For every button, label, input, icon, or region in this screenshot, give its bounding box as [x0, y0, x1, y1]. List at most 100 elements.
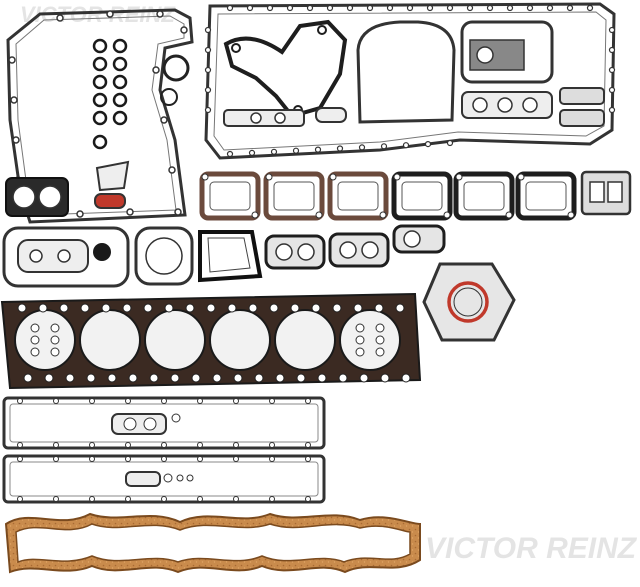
- bolt-hole: [89, 456, 95, 462]
- manifold-gasket-outline: [199, 171, 261, 221]
- head-hole: [290, 303, 300, 313]
- bore-small-hole: [50, 347, 60, 357]
- cylinder-bore: [144, 309, 206, 371]
- bolt-hole: [197, 442, 203, 448]
- head-hole: [44, 373, 54, 383]
- bolt-hole: [526, 4, 534, 12]
- bolt-hole: [233, 442, 239, 448]
- o-ring: [92, 134, 108, 150]
- o-ring: [92, 110, 108, 126]
- bolt-hole: [174, 208, 182, 216]
- bore-small-hole: [355, 323, 365, 333]
- manifold-gasket-port: [273, 181, 315, 211]
- o-ring: [112, 110, 128, 126]
- head-hole: [164, 303, 174, 313]
- bolt-hole: [53, 456, 59, 462]
- port-gasket-hole: [297, 243, 315, 261]
- bolt-hole: [386, 4, 394, 12]
- bolt-hole: [248, 149, 256, 156]
- bore-small-hole: [30, 347, 40, 357]
- bolt-hole: [269, 456, 275, 462]
- manifold-gasket-outline: [327, 171, 389, 221]
- head-hole: [17, 303, 27, 313]
- round-cover-gasket: [134, 226, 194, 286]
- o-ring: [92, 74, 108, 90]
- head-hole: [374, 303, 384, 313]
- bolt-hole: [152, 66, 160, 74]
- bolt-hole: [326, 4, 334, 12]
- o-ring: [112, 56, 128, 72]
- manifold-gasket-outline: [391, 171, 453, 221]
- head-hole: [185, 303, 195, 313]
- bolt-hole: [89, 398, 95, 404]
- bolt-hole: [233, 456, 239, 462]
- port-gasket-hole: [339, 241, 357, 259]
- bolt-hole: [226, 150, 234, 158]
- bolt-hole: [305, 456, 311, 462]
- bolt-hole: [226, 4, 234, 12]
- port-gasket-plate: [264, 234, 326, 270]
- bolt-hole: [251, 211, 259, 219]
- cork-rocker-cover-gasket: [4, 512, 421, 574]
- cylinder-bore: [14, 309, 76, 371]
- manifold-gasket: [515, 171, 577, 221]
- cylinder-bore: [209, 309, 271, 371]
- bolt-hole: [10, 96, 18, 104]
- cooler-cover-gasket: [2, 226, 130, 288]
- cylinder-bore: [79, 309, 141, 371]
- head-hole: [233, 373, 243, 383]
- small-round-gasket: [315, 107, 347, 123]
- intake-port-gasket: [392, 224, 446, 254]
- bolt-hole: [566, 4, 574, 12]
- bolt-hole: [56, 14, 64, 22]
- bolt-hole: [156, 10, 164, 18]
- bolt-hole: [358, 144, 366, 151]
- bolt-hole: [446, 139, 454, 147]
- bolt-hole: [125, 442, 131, 448]
- exhaust-flange-gasket: [5, 177, 69, 217]
- o-ring: [112, 38, 128, 54]
- bolt-hole: [608, 66, 616, 74]
- bore-small-hole: [375, 323, 385, 333]
- bolt-hole: [305, 496, 311, 502]
- bolt-hole: [305, 398, 311, 404]
- manifold-gasket-port: [525, 181, 567, 211]
- o-ring: [92, 56, 108, 72]
- head-hole: [227, 303, 237, 313]
- bolt-hole: [204, 106, 212, 114]
- oil-cooler-gasket: [460, 20, 554, 84]
- o-ring-group: [92, 38, 128, 150]
- port-gasket-hole: [361, 241, 379, 259]
- bolt-hole: [53, 398, 59, 404]
- manifold-gasket: [391, 171, 453, 221]
- bore-small-hole: [50, 335, 60, 345]
- head-hole: [332, 303, 342, 313]
- manifold-gasket-outline: [515, 171, 577, 221]
- head-hole: [107, 373, 117, 383]
- bolt-hole: [443, 211, 451, 219]
- bolt-hole: [53, 496, 59, 502]
- small-plate-gasket: [94, 160, 130, 209]
- bolt-hole: [76, 210, 84, 218]
- bolt-hole: [286, 4, 294, 12]
- head-hole: [170, 373, 180, 383]
- bolt-hole: [586, 4, 594, 12]
- bolt-hole: [608, 26, 616, 34]
- valve-cover-gasket-upper: [2, 396, 326, 450]
- bore-small-hole: [375, 347, 385, 357]
- bolt-hole: [455, 173, 463, 181]
- head-hole: [206, 303, 216, 313]
- injector-gasket-pair: [461, 91, 553, 119]
- head-hole: [128, 373, 138, 383]
- bolt-hole: [17, 398, 23, 404]
- bolt-hole: [180, 26, 188, 34]
- manifold-gasket-outline: [453, 171, 515, 221]
- bolt-hole: [126, 208, 134, 216]
- bolt-hole: [246, 4, 254, 12]
- bolt-hole: [266, 4, 274, 12]
- manifold-gasket: [327, 171, 389, 221]
- bolt-hole: [305, 442, 311, 448]
- manifold-gasket: [199, 171, 261, 221]
- bolt-hole: [204, 26, 212, 34]
